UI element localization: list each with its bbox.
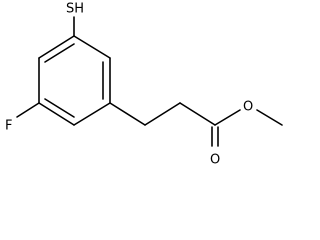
bond-ch2-ch2 <box>144 102 181 126</box>
atom-label-carbonyl-o: O <box>210 153 220 168</box>
structure-canvas: SH F O O <box>5 2 283 168</box>
ring-bond-top-right <box>73 35 111 59</box>
ring-bond-bottom-left <box>38 102 75 126</box>
ring-bond-bottom-right <box>73 102 111 126</box>
ring-bond-inner-top-left <box>44 43 75 63</box>
ring-bond-top-left <box>38 35 75 59</box>
bond-o-methyl <box>256 109 283 126</box>
bond-carbonyl-o <box>214 109 241 126</box>
atom-label-f: F <box>5 119 12 134</box>
bond-ch2-carbonyl <box>179 102 216 126</box>
bond-ring-ch2 <box>109 102 146 126</box>
atom-label-ester-o: O <box>243 100 253 115</box>
ring-bond-inner-bottom-left <box>44 98 75 118</box>
atom-label-sh: SH <box>66 2 84 17</box>
benzene-ring <box>38 35 111 126</box>
chemical-structure-diagram: SH F O O <box>5 2 283 168</box>
propanoate-chain <box>109 102 283 147</box>
bond-c-f <box>16 102 40 118</box>
